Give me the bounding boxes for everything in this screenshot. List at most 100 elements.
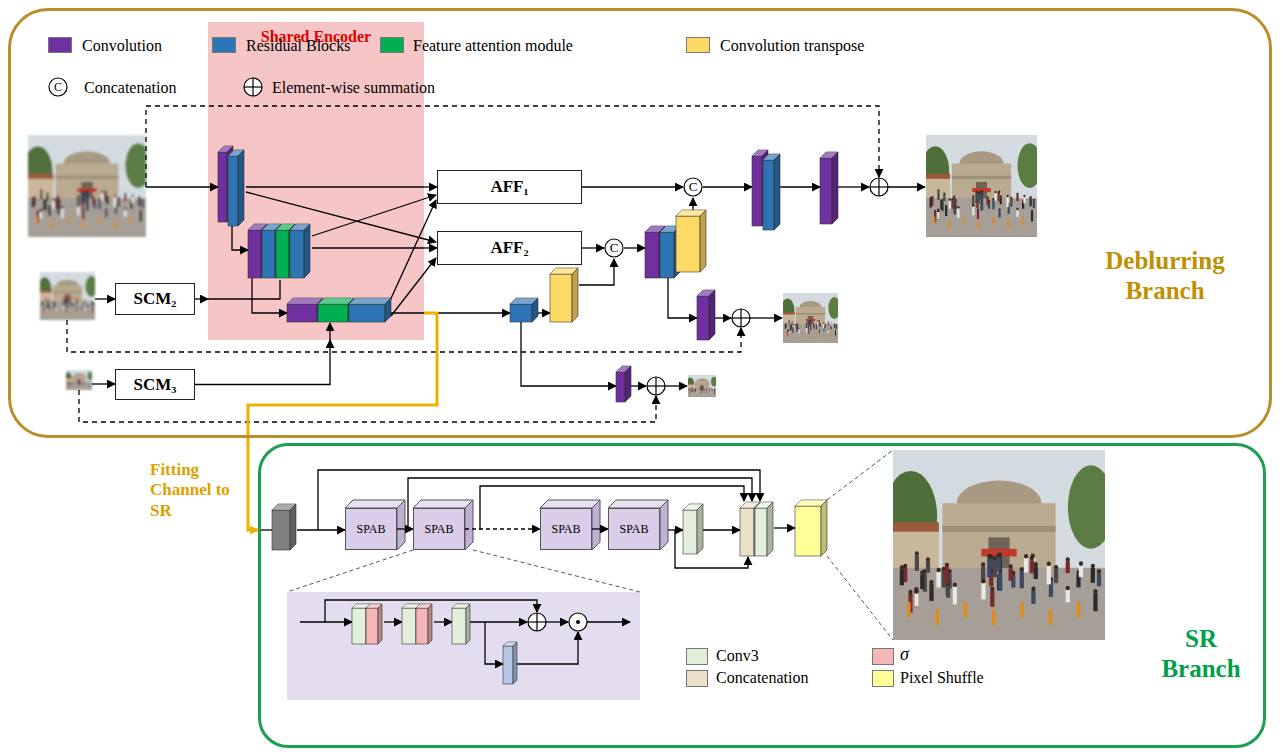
block-front [272,510,290,550]
layer-block [452,604,470,644]
block-front [248,230,261,278]
text-holder: Concatenation [84,78,176,97]
wire [538,312,550,313]
spab-block: SPAB [540,508,592,550]
connector [592,528,608,529]
wire [703,186,752,187]
connector [397,528,413,529]
layer-block [676,210,706,272]
block-face [513,642,517,684]
branch-frame: Deblurring BranchShared EncoderSCM₂SCM₃A… [8,8,1272,438]
block-face [466,604,470,644]
concat-circle: C [683,177,703,197]
sum-symbol [252,78,253,96]
legend-text: Pixel Shuffle [900,668,984,687]
block-face [290,504,296,550]
legend-swatch [686,670,708,687]
block-face [697,504,703,554]
text-holder: Residual Blocks [246,36,350,55]
block-face [700,210,706,272]
block-face [572,268,578,322]
wire [473,550,640,592]
wire [668,278,697,318]
layer-block [503,642,517,684]
wire [391,312,510,313]
wire [329,323,330,340]
wire [631,385,646,386]
module-box: SCM₂ [115,283,195,315]
block-front [287,304,317,322]
block-face [774,154,780,230]
edge-label: Fitting Channel to SR [150,460,232,521]
legend-text: Convolution [82,36,162,55]
block-face [774,154,780,230]
node-label: SPAB [552,522,581,537]
wire [95,298,115,299]
cube-side [660,500,668,550]
wire [261,529,272,530]
block-front [660,232,674,278]
text-holder: Convolution transpose [720,36,864,55]
wire [92,383,115,384]
wire [827,450,893,500]
layer-block [287,298,323,322]
cube-top [608,500,668,508]
inset-panel [287,592,640,700]
block-face [238,150,244,226]
layer-block [510,298,538,322]
block-face [625,366,631,402]
sum-symbol [740,309,741,327]
block-front [290,230,304,278]
connector [424,247,437,248]
wire [252,278,287,313]
wire [485,622,503,664]
text-holder: Fitting Channel to SR [150,460,232,521]
connector [195,340,330,385]
layer-block [755,502,773,556]
node-label: AFF₂ [490,238,528,258]
block-face [378,604,382,644]
legend-text: σ [900,645,909,664]
node-label: SPAB [357,522,386,537]
wire [546,621,568,622]
product-symbol [569,613,587,631]
block-face [238,150,244,226]
text-holder: Element-wise summation [272,78,435,97]
legend-text: Element-wise summation [272,78,435,97]
text-holder: Concatenation [716,668,808,687]
legend-swatch [872,648,894,665]
branch-title: SR Branch [1146,624,1256,684]
block-face [821,500,827,556]
wire [703,529,740,530]
wire [287,550,413,592]
legend-text: Feature attention module [413,36,573,55]
cube-top [345,500,405,508]
photo [781,293,841,343]
block-front [697,296,709,340]
photo [38,272,98,320]
layer-block [290,224,310,278]
sum-symbol [244,78,262,96]
connector [248,313,437,530]
legend-text: Convolution transpose [720,36,864,55]
text-holder: Conv3 [716,646,759,665]
picture-layer [23,135,1114,640]
legend-text: Residual Blocks [246,36,350,55]
block-front [218,152,227,222]
legend-swatch [686,648,708,665]
product-symbol [576,620,580,624]
wire [715,317,731,318]
wire [312,195,436,236]
block-face [532,298,538,322]
node-label: SPAB [425,522,454,537]
node-label: C [604,238,624,258]
layer-block [550,268,578,322]
block-face [290,504,296,550]
block-front [676,216,700,272]
cube-side [397,500,405,550]
block-front [262,230,275,278]
block-front [366,608,378,644]
layer-block [272,504,296,550]
wire [297,529,345,530]
